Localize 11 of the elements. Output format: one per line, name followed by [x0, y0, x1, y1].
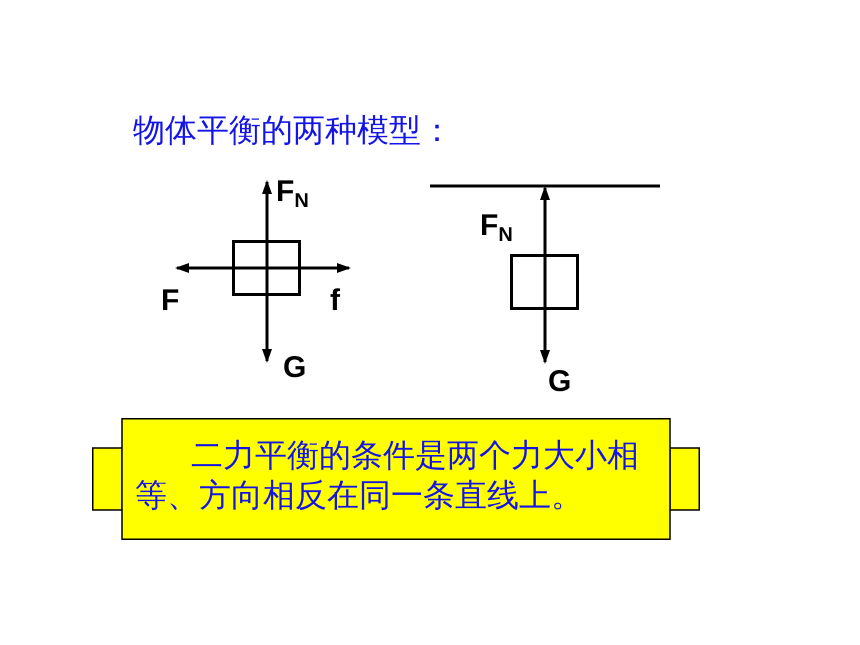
force-label: f — [330, 285, 340, 317]
force-label: G — [283, 352, 306, 384]
force-label: F — [161, 285, 180, 317]
scroll-banner — [92, 418, 700, 540]
note-text: 二力平衡的条件是两个力大小相等、方向相反在同一条直线上。 — [135, 435, 640, 515]
force-label: F$_{N}$ — [276, 176, 309, 214]
title: 物体平衡的两种模型： — [133, 110, 453, 150]
block — [510, 254, 579, 310]
force-label: F$_{N}$ — [480, 210, 513, 248]
force-label: G — [548, 366, 572, 398]
block — [232, 240, 301, 296]
